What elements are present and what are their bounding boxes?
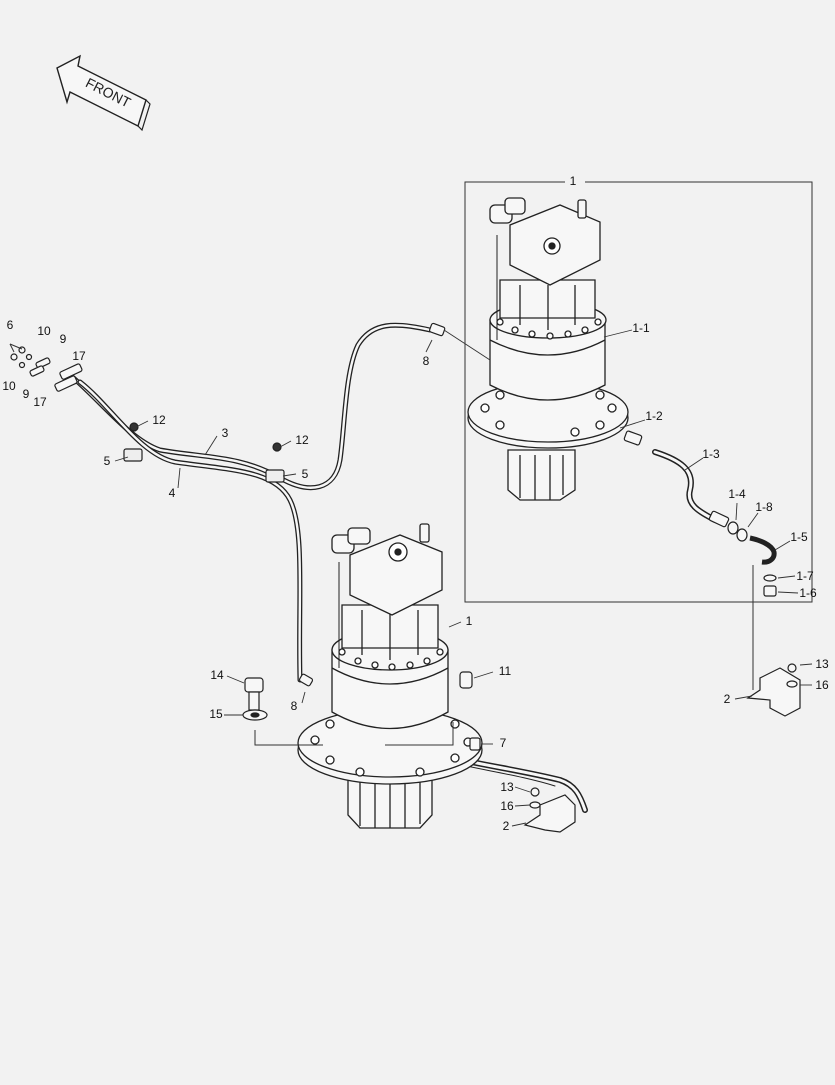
callout-1-6: 1-6 (799, 586, 817, 600)
leader-lines (114, 329, 813, 827)
hose-clamps (123, 422, 285, 483)
swing-motor-upper (467, 197, 629, 501)
callout-1-2: 1-2 (645, 409, 663, 423)
callout-17-top: 17 (72, 349, 86, 363)
plug-11 (459, 671, 473, 689)
hoses (67, 322, 718, 813)
callout-1-8: 1-8 (755, 500, 773, 514)
callout-15: 15 (209, 707, 223, 721)
callout-1-4: 1-4 (728, 487, 746, 501)
bracket-lines (9, 343, 754, 746)
callout-9-bottom: 9 (23, 387, 30, 401)
callout-9-top: 9 (60, 332, 67, 346)
drain-fittings-right (523, 430, 801, 833)
callout-12-left: 12 (152, 413, 166, 427)
callout-10-top: 10 (37, 324, 51, 338)
callout-2-right: 2 (724, 692, 731, 706)
fittings-left-group (10, 346, 83, 392)
callout-1-3: 1-3 (702, 447, 720, 461)
callout-10-bottom: 10 (2, 379, 16, 393)
plug-7 (469, 737, 481, 751)
callout-17-bottom: 17 (33, 395, 47, 409)
callout-1-1: 1-1 (632, 321, 650, 335)
front-direction-arrow: FRONT (56, 54, 151, 132)
callout-1-assembly: 1 (570, 174, 577, 188)
callout-3: 3 (222, 426, 229, 440)
callout-12-right: 12 (295, 433, 309, 447)
arrow-icon (56, 54, 147, 127)
callout-1-7: 1-7 (796, 569, 814, 583)
callout-13-lower: 13 (500, 780, 514, 794)
clamp-5-right (265, 469, 285, 483)
swing-motor-lower (297, 523, 483, 829)
callout-16-lower: 16 (500, 799, 514, 813)
bolt-14-shank (248, 691, 260, 711)
callout-2-lower: 2 (503, 819, 510, 833)
callout-1-5: 1-5 (790, 530, 808, 544)
bolt-12-right (272, 442, 282, 452)
callout-5-right: 5 (302, 467, 309, 481)
callout-8-upper: 8 (423, 354, 430, 368)
clamp-5-left (123, 448, 143, 462)
callout-13-right: 13 (815, 657, 829, 671)
callout-16-right: 16 (815, 678, 829, 692)
assembly-detail-frame (464, 181, 813, 603)
loose-parts (242, 322, 481, 751)
callout-1-lower: 1 (466, 614, 473, 628)
bolt-14-head (244, 677, 264, 693)
callout-4: 4 (169, 486, 176, 500)
callout-8-lower: 8 (291, 699, 298, 713)
callout-6: 6 (7, 318, 14, 332)
callout-7: 7 (500, 736, 507, 750)
callout-5-left: 5 (104, 454, 111, 468)
bolt-12-left (129, 422, 139, 432)
callout-14: 14 (210, 668, 224, 682)
callout-11: 11 (499, 664, 512, 678)
